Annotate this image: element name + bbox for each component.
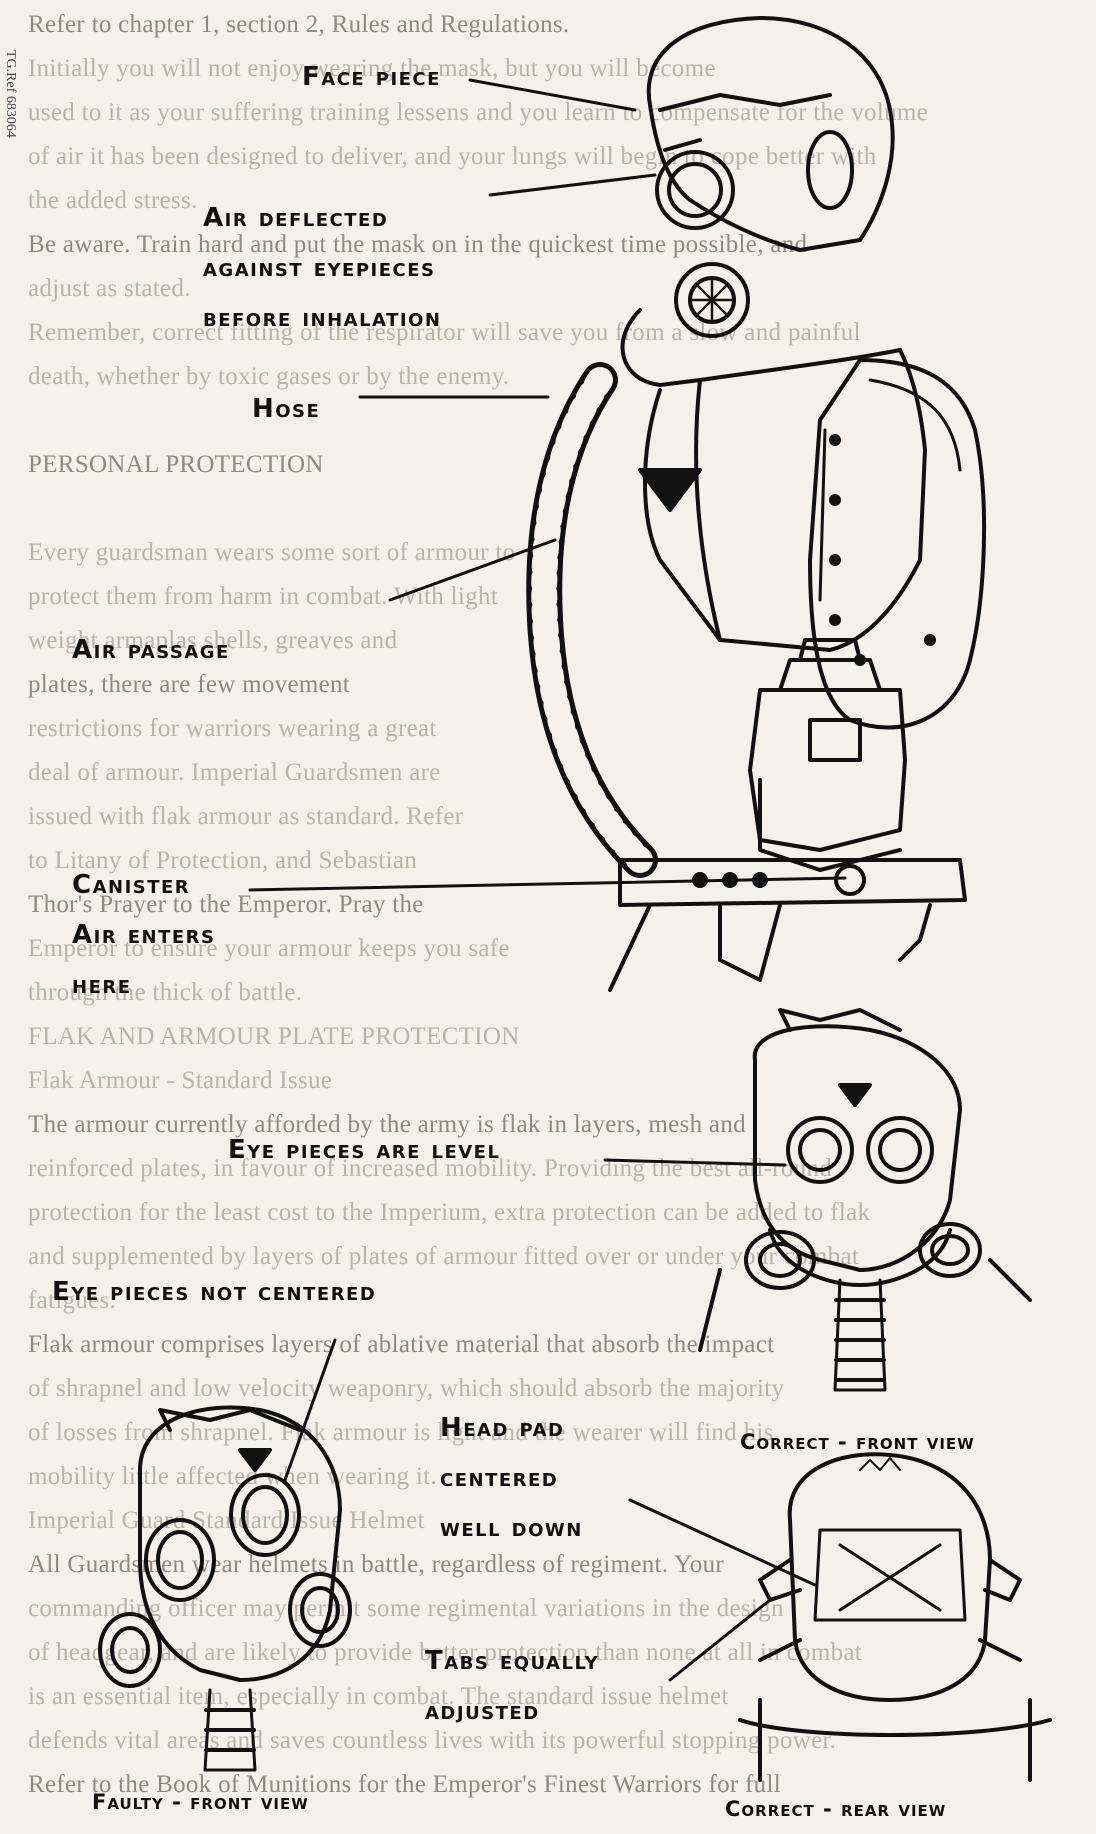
faulty-right-eye (229, 1473, 301, 1557)
main-respirator-figure (526, 16, 987, 992)
background-text-line: commanding officer may permit some regim… (28, 1595, 784, 1622)
rear-x-straps (838, 1543, 942, 1612)
background-text-line: to Litany of Protection, and Sebastian (28, 847, 418, 874)
caption-correct-rear: Correct - rear view (725, 1797, 947, 1821)
background-text-line: Refer to the Book of Munitions for the E… (28, 1771, 781, 1798)
faulty-left-eye (144, 1518, 216, 1602)
leader-eye-pieces-level (603, 1158, 787, 1167)
label-head-pad: Head pad centered well down (440, 1413, 583, 1543)
background-text-line: defends vital areas and saves countless … (28, 1727, 837, 1754)
correct-front-mask (698, 1008, 1032, 1392)
helmet (646, 16, 895, 252)
face-strap-lower (663, 138, 702, 152)
background-text-line: of air it has been designed to deliver, … (28, 143, 877, 170)
background-text-line: of shrapnel and low velocity weaponry, w… (28, 1375, 785, 1402)
caption-faulty-front: Faulty - front view (92, 1790, 309, 1814)
aquila-badge (638, 468, 702, 512)
background-text-line: All Guardsmen wear helmets in battle, re… (28, 1551, 725, 1578)
background-text-line: FLAK AND ARMOUR PLATE PROTECTION (28, 1023, 520, 1050)
correct-front-hose (833, 1278, 887, 1392)
background-text-line: The armour currently afforded by the arm… (28, 1111, 746, 1138)
background-text-line: protection for the least cost to the Imp… (28, 1199, 871, 1226)
correct-front-right-eye (866, 1116, 934, 1184)
collar (698, 348, 902, 382)
leader-tabs (668, 1598, 772, 1682)
rear-tab-left (758, 1558, 802, 1602)
background-text-line: plates, there are few movement (28, 671, 351, 698)
correct-front-left-eye (786, 1116, 854, 1184)
faulty-front-mask (98, 1405, 352, 1772)
background-text-line: Imperial Guard Standard Issue Helmet (28, 1507, 425, 1534)
label-air-passage: Air passage (72, 635, 230, 665)
label-hose: Hose (252, 394, 321, 424)
satchel (808, 358, 987, 730)
correct-front-right-filter (918, 1222, 982, 1278)
background-text-line: through the thick of battle. (28, 979, 303, 1006)
rear-head-pad (813, 1528, 967, 1622)
valve-disc (674, 262, 750, 338)
background-text-line: restrictions for warriors wearing a grea… (28, 715, 437, 742)
background-text-line: mobility little affected when wearing it… (28, 1463, 437, 1490)
leader-canister (248, 876, 847, 892)
background-text-line: adjust as stated. (28, 275, 191, 302)
background-text-line: Initially you will not enjoy wearing the… (28, 55, 716, 82)
background-text-line: is an essential item, especially in comb… (28, 1683, 729, 1710)
background-text-line: Flak Armour - Standard Issue (28, 1067, 333, 1094)
label-air-deflected: Air deflected against eyepieces before i… (203, 203, 442, 333)
leader-not-centered (283, 1338, 337, 1482)
background-text-line: issued with flak armour as standard. Ref… (28, 803, 464, 830)
background-text-line: and supplemented by layers of plates of … (28, 1243, 860, 1270)
background-text-line: reinforced plates, in favour of increase… (28, 1155, 833, 1182)
belt (618, 858, 967, 907)
label-canister: Canister Air enters here (72, 870, 216, 1000)
background-text-line: Remember, correct fitting of the respira… (28, 319, 861, 346)
rear-tab-right (983, 1558, 1022, 1602)
background-text-line: PERSONAL PROTECTION (28, 451, 324, 478)
label-face-piece: Face piece (302, 62, 441, 92)
background-text-line: Be aware. Train hard and put the mask on… (28, 231, 808, 258)
correct-front-left-filter (744, 1230, 816, 1290)
background-text-line: protect them from harm in combat. With l… (28, 583, 498, 610)
leader-head-pad (628, 1498, 817, 1587)
canister (748, 688, 907, 852)
leader-air-passage (388, 538, 557, 602)
background-text-line: deal of armour. Imperial Guardsmen are (28, 759, 441, 786)
correct-rear-head (738, 1452, 1052, 1782)
background-text-line: Emperor to ensure your armour keeps you … (28, 935, 510, 962)
faulty-right-filter (288, 1572, 352, 1648)
torso (694, 348, 927, 652)
left-eyepiece (655, 150, 735, 230)
background-text-line: fatigues. (28, 1287, 117, 1314)
label-tabs: Tabs equally adjusted (425, 1646, 600, 1726)
leader-air-deflected (488, 173, 657, 197)
background-text-line: of losses from shrapnel. Flak armour is … (28, 1419, 774, 1446)
background-text-line: weight armaplas shells, greaves and (28, 627, 398, 654)
background-text-line: Thor's Prayer to the Emperor. Pray the (28, 891, 424, 918)
right-eyepiece (806, 130, 854, 210)
label-eye-pieces-level: Eye pieces are level (228, 1135, 501, 1165)
leader-lines (248, 78, 847, 1682)
faulty-left-filter (98, 1612, 162, 1688)
leader-face-piece (468, 78, 637, 112)
background-text-line: Refer to chapter 1, section 2, Rules and… (28, 11, 570, 38)
label-eye-pieces-not-centered: Eye pieces not centered (52, 1277, 377, 1307)
caption-correct-front: Correct - front view (740, 1430, 975, 1454)
face-strap-upper (658, 93, 832, 112)
background-text-line: death, whether by toxic gases or by the … (28, 363, 510, 390)
background-text-line: the added stress. (28, 187, 198, 214)
background-text-line: Every guardsman wears some sort of armou… (28, 539, 516, 566)
background-text-line: Flak armour comprises layers of ablative… (28, 1331, 775, 1358)
mouthpiece (620, 308, 702, 387)
